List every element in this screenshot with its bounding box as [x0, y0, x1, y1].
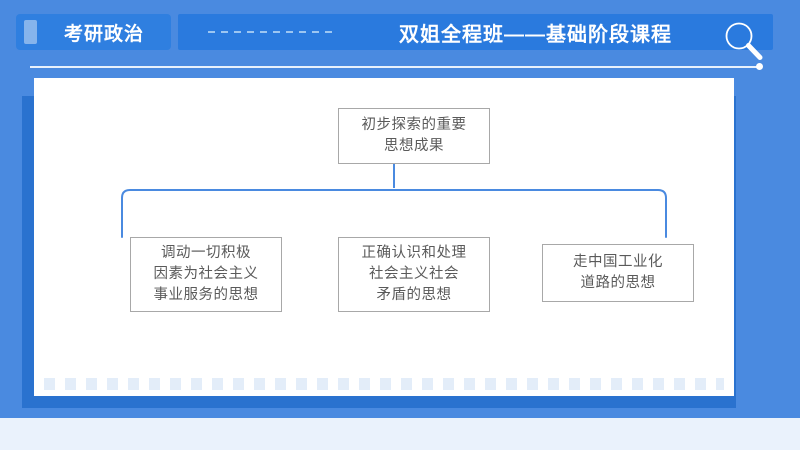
node-1-line-1: 调动一切积极 [161, 244, 251, 261]
slide-header: 考研政治 双姐全程班——基础阶段课程 [0, 0, 800, 70]
node-1-line-3: 事业服务的思想 [153, 287, 259, 303]
badge-label: 考研政治 [63, 23, 144, 45]
diagram-node-child-1: 调动一切积极 因素为社会主义 事业服务的思想 [130, 237, 282, 312]
node-2-line-1: 正确认识和处理 [361, 244, 467, 261]
diagram-node-child-3: 走中国工业化 道路的思想 [542, 244, 694, 302]
node-3-line-1: 走中国工业化 [573, 253, 663, 270]
badge-accent-bar [24, 20, 37, 44]
slide-title: 双姐全程班——基础阶段课程 [399, 23, 672, 46]
node-root-line-2: 思想成果 [384, 138, 444, 154]
header-divider-endpoint [756, 63, 763, 70]
tree-connector [121, 162, 667, 238]
title-panel: 双姐全程班——基础阶段课程 [178, 14, 773, 60]
course-badge: 考研政治 [16, 14, 171, 50]
diagram-node-root: 初步探索的重要 思想成果 [338, 108, 490, 164]
content-card: 初步探索的重要 思想成果 调动一切积极 因素为社会主义 事业服务的思想 正确认识… [34, 78, 734, 396]
node-3-line-2: 道路的思想 [580, 275, 656, 291]
header-divider [30, 66, 758, 68]
node-1-line-2: 因素为社会主义 [153, 265, 259, 282]
node-2-line-3: 矛盾的思想 [376, 287, 452, 303]
node-2-line-2: 社会主义社会 [369, 265, 459, 282]
slide-footer: 25 · 双姐考研政治 [0, 418, 800, 450]
node-root-line-1: 初步探索的重要 [361, 116, 467, 133]
dashed-rule-decoration [208, 31, 338, 33]
card-bottom-dot-decoration [44, 378, 724, 390]
search-icon[interactable] [715, 12, 771, 68]
diagram-node-child-2: 正确认识和处理 社会主义社会 矛盾的思想 [338, 237, 490, 312]
concept-diagram: 初步探索的重要 思想成果 调动一切积极 因素为社会主义 事业服务的思想 正确认识… [34, 78, 734, 396]
